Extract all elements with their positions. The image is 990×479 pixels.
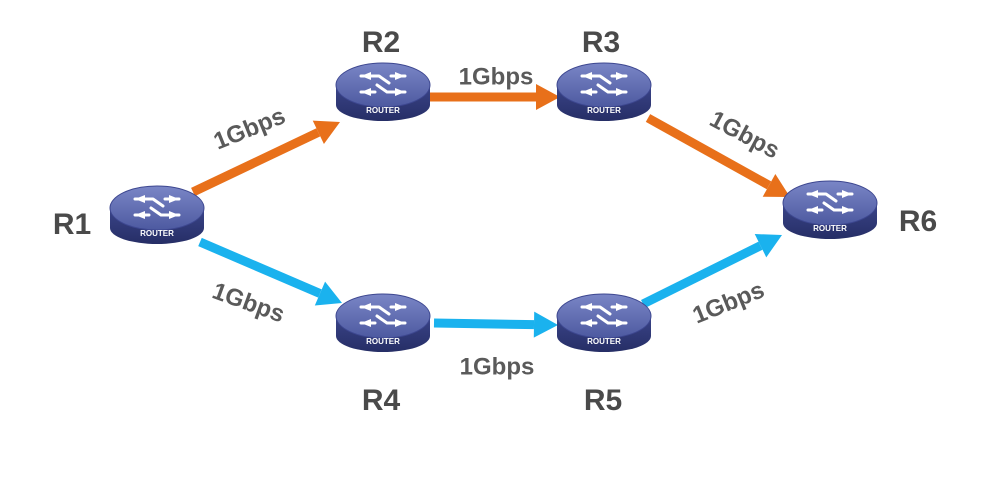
router-device-text: ROUTER xyxy=(587,106,621,115)
router-r3[interactable]: ROUTER xyxy=(556,62,652,121)
link-r2-r3 xyxy=(430,84,560,110)
link-line xyxy=(433,318,535,330)
arrowhead xyxy=(312,120,340,145)
link-r4-r5 xyxy=(433,311,558,338)
router-r1[interactable]: ROUTER xyxy=(109,185,205,244)
router-label: R1 xyxy=(53,208,91,241)
link-line xyxy=(640,241,763,309)
router-device-text: ROUTER xyxy=(140,229,174,238)
bandwidth-label: 1Gbps xyxy=(460,353,535,380)
arrowhead xyxy=(754,234,782,258)
link-line xyxy=(198,237,322,298)
router-r4[interactable]: ROUTER xyxy=(335,293,431,352)
link-r5-r6 xyxy=(640,234,782,309)
router-icon: ROUTER xyxy=(556,293,652,352)
router-label: R3 xyxy=(582,26,620,59)
router-label: R2 xyxy=(362,26,400,59)
router-icon: ROUTER xyxy=(556,62,652,121)
link-r3-r6 xyxy=(645,114,790,197)
bandwidth-label: 1Gbps xyxy=(209,277,288,328)
link-line xyxy=(191,128,321,197)
link-line xyxy=(645,114,772,190)
router-device-text: ROUTER xyxy=(366,337,400,346)
bandwidth-label: 1Gbps xyxy=(459,63,534,90)
link-r1-r2 xyxy=(191,120,340,197)
router-icon: ROUTER xyxy=(782,180,878,239)
router-device-text: ROUTER xyxy=(813,224,847,233)
router-icon: ROUTER xyxy=(335,293,431,352)
arrowhead xyxy=(762,173,790,197)
router-r6[interactable]: ROUTER xyxy=(782,180,878,239)
arrowhead xyxy=(536,84,560,110)
router-r5[interactable]: ROUTER xyxy=(556,293,652,352)
link-r1-r4 xyxy=(198,237,342,306)
arrowhead xyxy=(533,311,558,338)
routers-layer: ROUTER ROUTER ROUTER ROUTER ROUTER ROUTER xyxy=(109,62,878,352)
router-label: R5 xyxy=(584,384,622,417)
router-label: R6 xyxy=(899,205,937,238)
router-label: R4 xyxy=(362,384,401,417)
arrowhead xyxy=(314,281,342,306)
router-icon: ROUTER xyxy=(335,62,431,121)
router-device-text: ROUTER xyxy=(587,337,621,346)
router-icon: ROUTER xyxy=(109,185,205,244)
router-r2[interactable]: ROUTER xyxy=(335,62,431,121)
bandwidth-label: 1Gbps xyxy=(689,276,768,329)
router-device-text: ROUTER xyxy=(366,106,400,115)
links-layer xyxy=(191,84,790,338)
